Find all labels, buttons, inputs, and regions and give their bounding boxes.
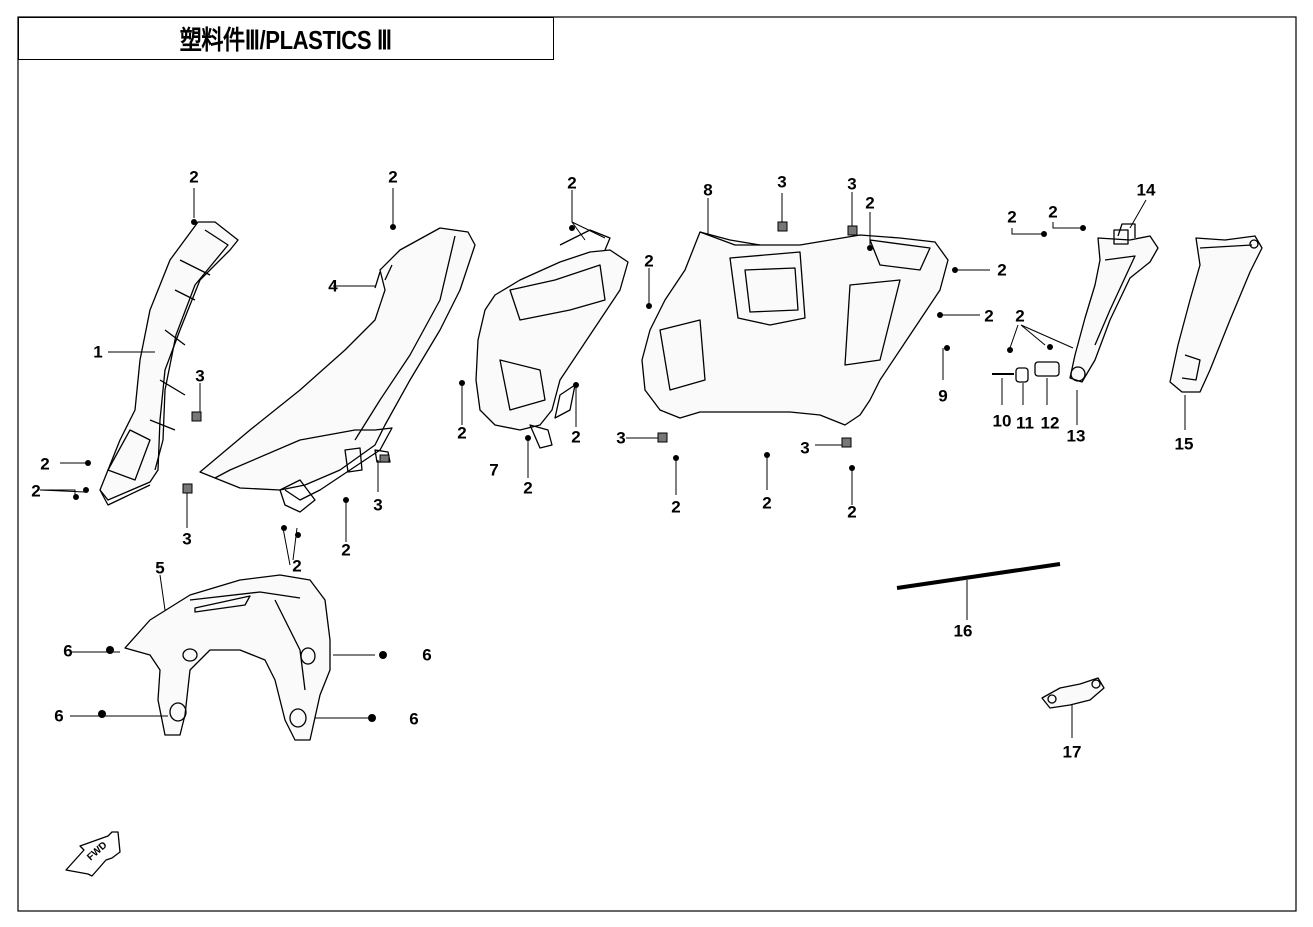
- callout-2: 2: [571, 427, 581, 447]
- callout-3: 3: [195, 366, 205, 386]
- part-11-grommet: [1015, 367, 1029, 383]
- callout-9: 9: [938, 386, 948, 406]
- callout-2: 2: [671, 497, 681, 517]
- callout-3: 3: [373, 495, 383, 515]
- part-7-inner-cover: [475, 229, 629, 449]
- callout-3: 3: [616, 428, 626, 448]
- callout-3: 3: [847, 174, 857, 194]
- outer-border: [17, 16, 1297, 912]
- callout-2: 2: [40, 454, 50, 474]
- callout-6: 6: [63, 641, 73, 661]
- callout-2: 2: [997, 260, 1007, 280]
- callout-11: 11: [1016, 413, 1034, 433]
- part-4-side-cover: [199, 227, 476, 513]
- part-15-panel: [1169, 235, 1263, 393]
- callout-2: 2: [31, 481, 41, 501]
- callout-17: 17: [1062, 742, 1082, 762]
- callout-10: 10: [992, 411, 1012, 431]
- callout-2: 2: [457, 423, 467, 443]
- callout-2: 2: [523, 478, 533, 498]
- callout-2: 2: [388, 167, 398, 187]
- diagram-title-box: 塑料件Ⅲ/PLASTICS Ⅲ: [18, 17, 554, 60]
- part-8-front-inner-panel: [641, 231, 949, 426]
- part-12-clip: [1034, 361, 1060, 377]
- callout-6: 6: [422, 645, 432, 665]
- callout-13: 13: [1066, 426, 1086, 446]
- callout-2: 2: [865, 193, 875, 213]
- part-13-bracket: [1069, 223, 1159, 383]
- callout-4: 4: [328, 276, 338, 296]
- callout-2: 2: [1048, 202, 1058, 222]
- callout-2: 2: [1015, 306, 1025, 326]
- callout-8: 8: [703, 180, 713, 200]
- part-14-nut: [1113, 229, 1129, 245]
- callout-3: 3: [800, 438, 810, 458]
- callout-6: 6: [409, 709, 419, 729]
- callout-12: 12: [1040, 413, 1060, 433]
- callout-2: 2: [644, 251, 654, 271]
- callout-5: 5: [155, 558, 165, 578]
- callout-7: 7: [489, 460, 499, 480]
- fwd-arrow: [65, 831, 121, 877]
- callout-2: 2: [567, 173, 577, 193]
- callout-14: 14: [1136, 180, 1156, 200]
- part-16-strip: [896, 562, 1061, 590]
- part-5-front-fender: [124, 574, 331, 741]
- callout-2: 2: [762, 493, 772, 513]
- callout-2: 2: [984, 306, 994, 326]
- callout-3: 3: [182, 529, 192, 549]
- callout-2: 2: [292, 556, 302, 576]
- callout-15: 15: [1174, 434, 1194, 454]
- callout-6: 6: [54, 706, 64, 726]
- callout-2: 2: [189, 167, 199, 187]
- callout-2: 2: [1007, 207, 1017, 227]
- callout-2: 2: [341, 540, 351, 560]
- callout-1: 1: [93, 342, 103, 362]
- part-1-front-side-cover: [99, 221, 239, 506]
- callout-2: 2: [847, 502, 857, 522]
- part-17-small-bracket: [1041, 677, 1105, 709]
- diagram-title: 塑料件Ⅲ/PLASTICS Ⅲ: [180, 25, 392, 55]
- callout-16: 16: [953, 621, 973, 641]
- callout-3: 3: [777, 172, 787, 192]
